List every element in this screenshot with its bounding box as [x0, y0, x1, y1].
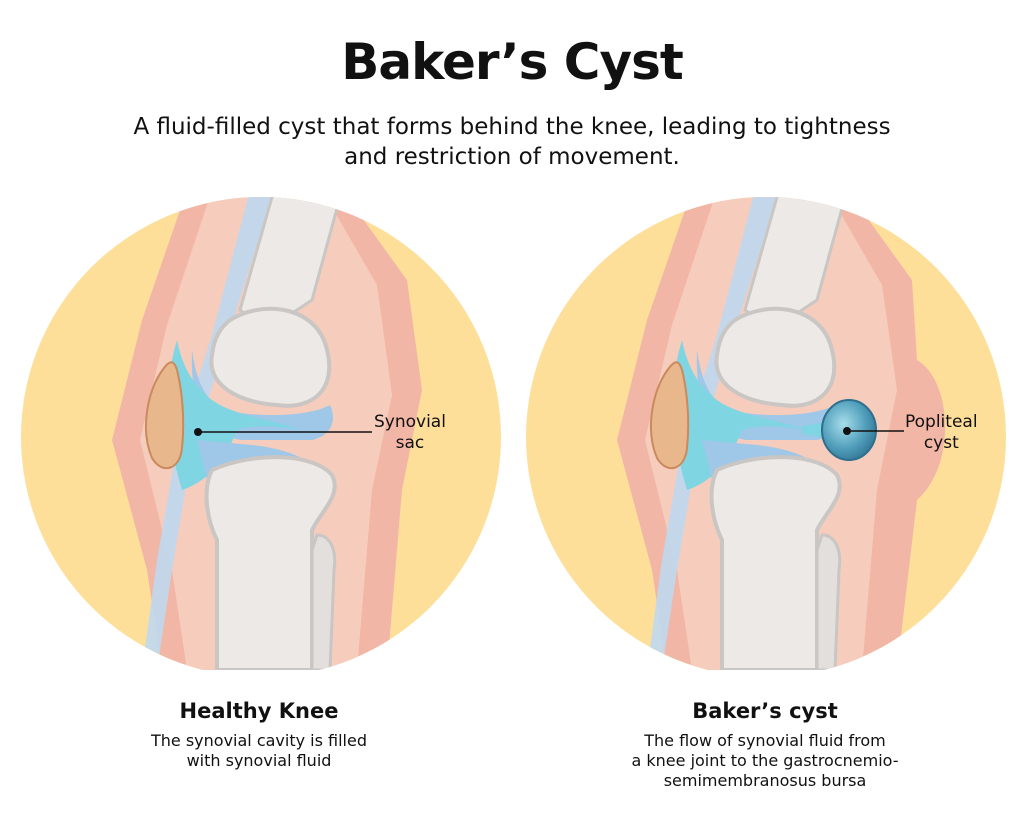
callout-line-1: Synovial	[374, 412, 446, 432]
patella	[145, 361, 185, 470]
bakers-cyst-caption: Baker’s cyst The flow of synovial fluid …	[575, 697, 955, 791]
tendon	[142, 197, 274, 670]
caption-desc-line-2: a knee joint to the gastrocnemio-	[631, 751, 899, 770]
bakers-cyst-panel: Popliteal cyst	[512, 190, 1012, 670]
caption-desc-line-1: The flow of synovial fluid from	[644, 731, 886, 750]
synovial-sac-label: Synovial sac	[374, 412, 446, 454]
healthy-knee-panel: Synovial sac	[12, 190, 512, 670]
healthy-knee-illustration	[21, 197, 501, 670]
femur-condyle	[209, 306, 332, 408]
fibula	[310, 533, 337, 670]
tendon	[647, 197, 779, 670]
callout-line-2: sac	[395, 433, 425, 453]
caption-desc-line-3: semimembranosus bursa	[663, 771, 867, 790]
tibia	[709, 455, 842, 670]
bakers-cyst-illustration	[526, 197, 1006, 670]
popliteal-cyst-label: Popliteal cyst	[905, 412, 978, 454]
callout-line-2: cyst	[923, 433, 959, 453]
caption-heading: Healthy Knee	[179, 699, 339, 723]
healthy-knee-caption: Healthy Knee The synovial cavity is fill…	[69, 697, 449, 771]
fibula	[815, 533, 842, 670]
caption-desc-line-1: The synovial cavity is filled	[150, 731, 367, 750]
patella	[650, 361, 690, 470]
caption-desc: The synovial cavity is filled with synov…	[69, 731, 449, 771]
tibia	[204, 455, 337, 670]
caption-desc: The flow of synovial fluid from a knee j…	[575, 731, 955, 791]
callout-line-1: Popliteal	[905, 412, 978, 432]
femur-condyle	[714, 306, 837, 408]
caption-heading: Baker’s cyst	[692, 699, 838, 723]
caption-desc-line-2: with synovial fluid	[186, 751, 332, 770]
page-title: Baker’s Cyst	[341, 33, 684, 91]
page-subtitle: A fluid-filled cyst that forms behind th…	[133, 114, 891, 170]
